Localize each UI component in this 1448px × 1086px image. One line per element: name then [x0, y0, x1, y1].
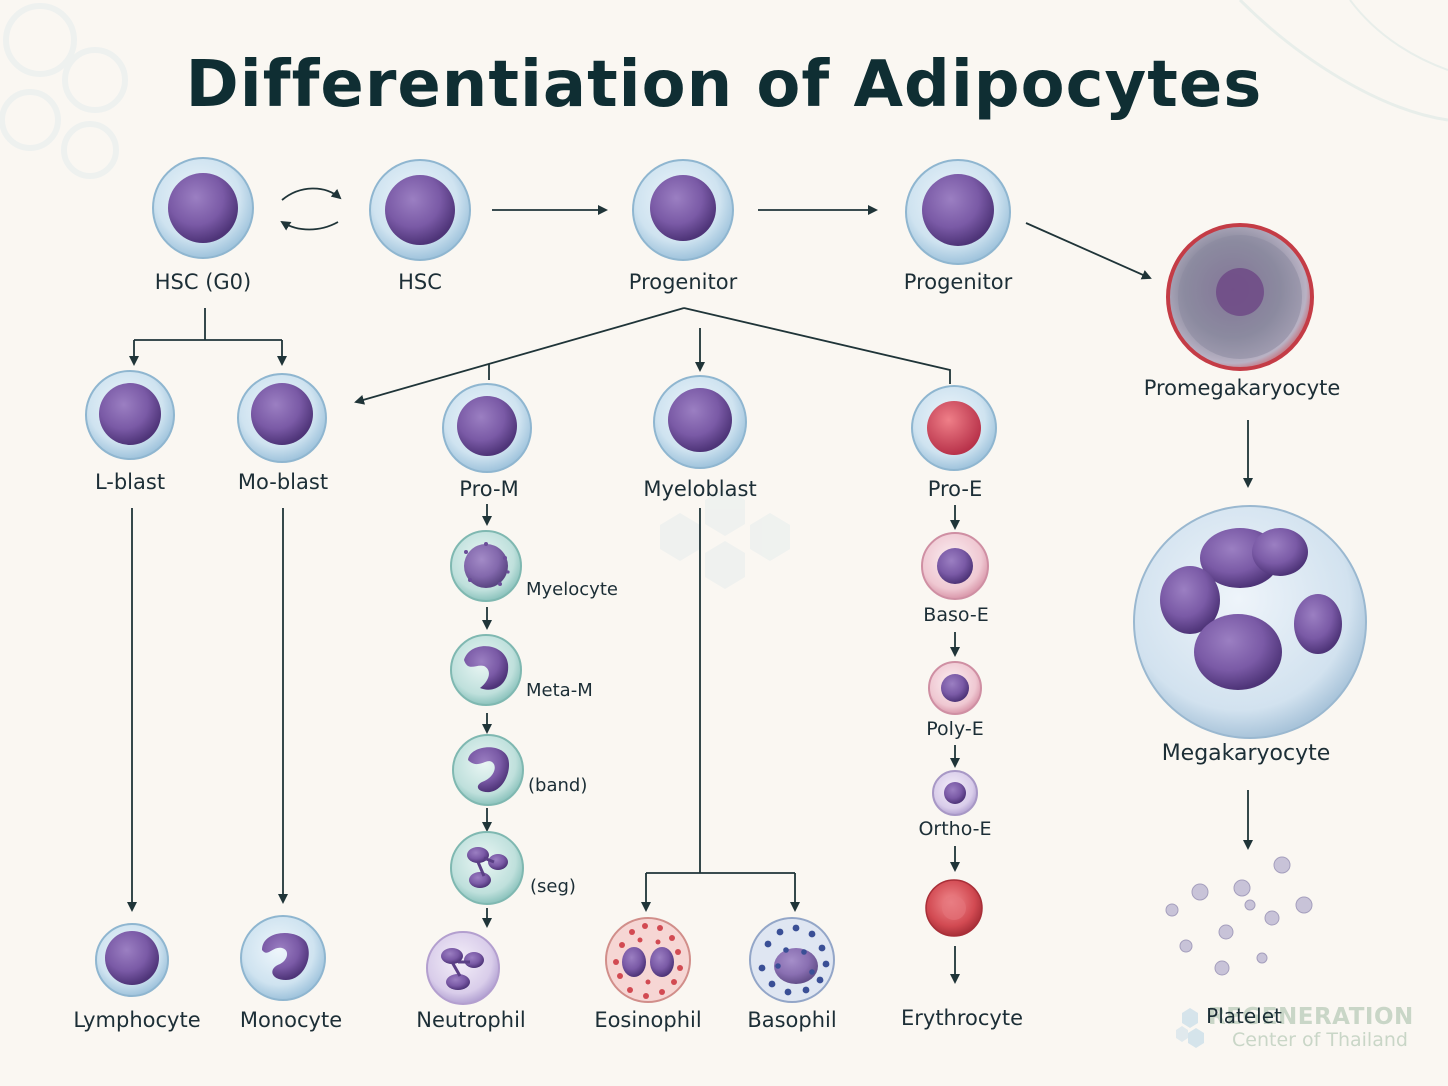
cell-band	[452, 734, 524, 806]
label-baso-e: Baso-E	[923, 604, 989, 626]
watermark-logo-icon	[1176, 1008, 1204, 1048]
cell-pro-m	[442, 383, 532, 473]
cell-erythrocyte	[925, 879, 983, 937]
platelets	[1165, 856, 1313, 976]
cell-myelocyte	[450, 530, 522, 602]
cell-eosinophil	[605, 917, 691, 1003]
cell-promegakaryocyte	[1166, 223, 1314, 371]
cell-monocyte	[240, 915, 326, 1001]
watermark-line-2: Center of Thailand	[1232, 1029, 1408, 1051]
label-neutrophil: Neutrophil	[416, 1008, 526, 1032]
label-erythrocyte: Erythrocyte	[900, 1006, 1024, 1030]
label-l-blast: L-blast	[94, 470, 166, 494]
label-seg: (seg)	[530, 876, 576, 897]
cell-ortho-e	[932, 770, 978, 816]
label-myeloblast: Myeloblast	[643, 477, 757, 501]
connectors	[127, 187, 1253, 984]
label-mo-blast: Mo-blast	[237, 470, 329, 494]
label-myelocyte: Myelocyte	[526, 579, 618, 600]
hexagon-watermark-center	[660, 488, 790, 589]
label-hsc-g0: HSC (G0)	[154, 270, 252, 294]
cell-hsc	[369, 159, 471, 261]
cell-pro-e	[911, 385, 997, 471]
label-band: (band)	[528, 775, 588, 796]
cell-progenitor-2	[905, 159, 1011, 265]
label-eosinophil: Eosinophil	[594, 1008, 702, 1032]
label-pro-m: Pro-M	[459, 477, 519, 501]
label-progenitor-2: Progenitor	[903, 270, 1013, 294]
label-pro-e: Pro-E	[927, 477, 983, 501]
label-platelet: Platelet	[1206, 1004, 1282, 1028]
label-monocyte: Monocyte	[239, 1008, 343, 1032]
self-renewal-arrow-bottom	[280, 220, 339, 231]
cell-mo-blast	[237, 373, 327, 463]
watermark-line-1: REGENERATION	[1208, 1004, 1414, 1030]
cell-baso-e	[921, 532, 989, 600]
watermark: REGENERATION Center of Thailand	[1208, 1006, 1414, 1050]
self-renewal-arrow-top	[281, 187, 342, 201]
cell-megakaryocyte	[1133, 505, 1367, 739]
label-ortho-e: Ortho-E	[918, 818, 992, 840]
label-meta-m: Meta-M	[526, 680, 593, 701]
cell-basophil	[749, 917, 835, 1003]
label-hsc: HSC	[398, 270, 442, 294]
label-megakaryocyte: Megakaryocyte	[1161, 741, 1331, 766]
cell-neutrophil	[426, 931, 500, 1005]
cell-lymphocyte	[95, 923, 169, 997]
label-promegakaryocyte: Promegakaryocyte	[1143, 376, 1341, 400]
diagram-title: Differentiation of Adipocytes	[185, 48, 1263, 122]
cell-seg	[450, 831, 524, 905]
cell-hsc-g0	[152, 157, 254, 259]
label-progenitor-1: Progenitor	[628, 270, 738, 294]
label-basophil: Basophil	[747, 1008, 837, 1032]
cell-poly-e	[928, 661, 982, 715]
arrow-progenitor-to-promegakaryocyte	[1025, 222, 1152, 280]
arrow-progenitor-to-mo-blast	[354, 307, 685, 405]
cell-progenitor-1	[632, 159, 734, 261]
label-poly-e: Poly-E	[926, 718, 984, 740]
label-lymphocyte: Lymphocyte	[73, 1008, 201, 1032]
cell-l-blast	[85, 370, 175, 460]
cell-meta-m	[450, 634, 522, 706]
background-decoration	[0, 0, 1448, 589]
cell-myeloblast	[653, 375, 747, 469]
